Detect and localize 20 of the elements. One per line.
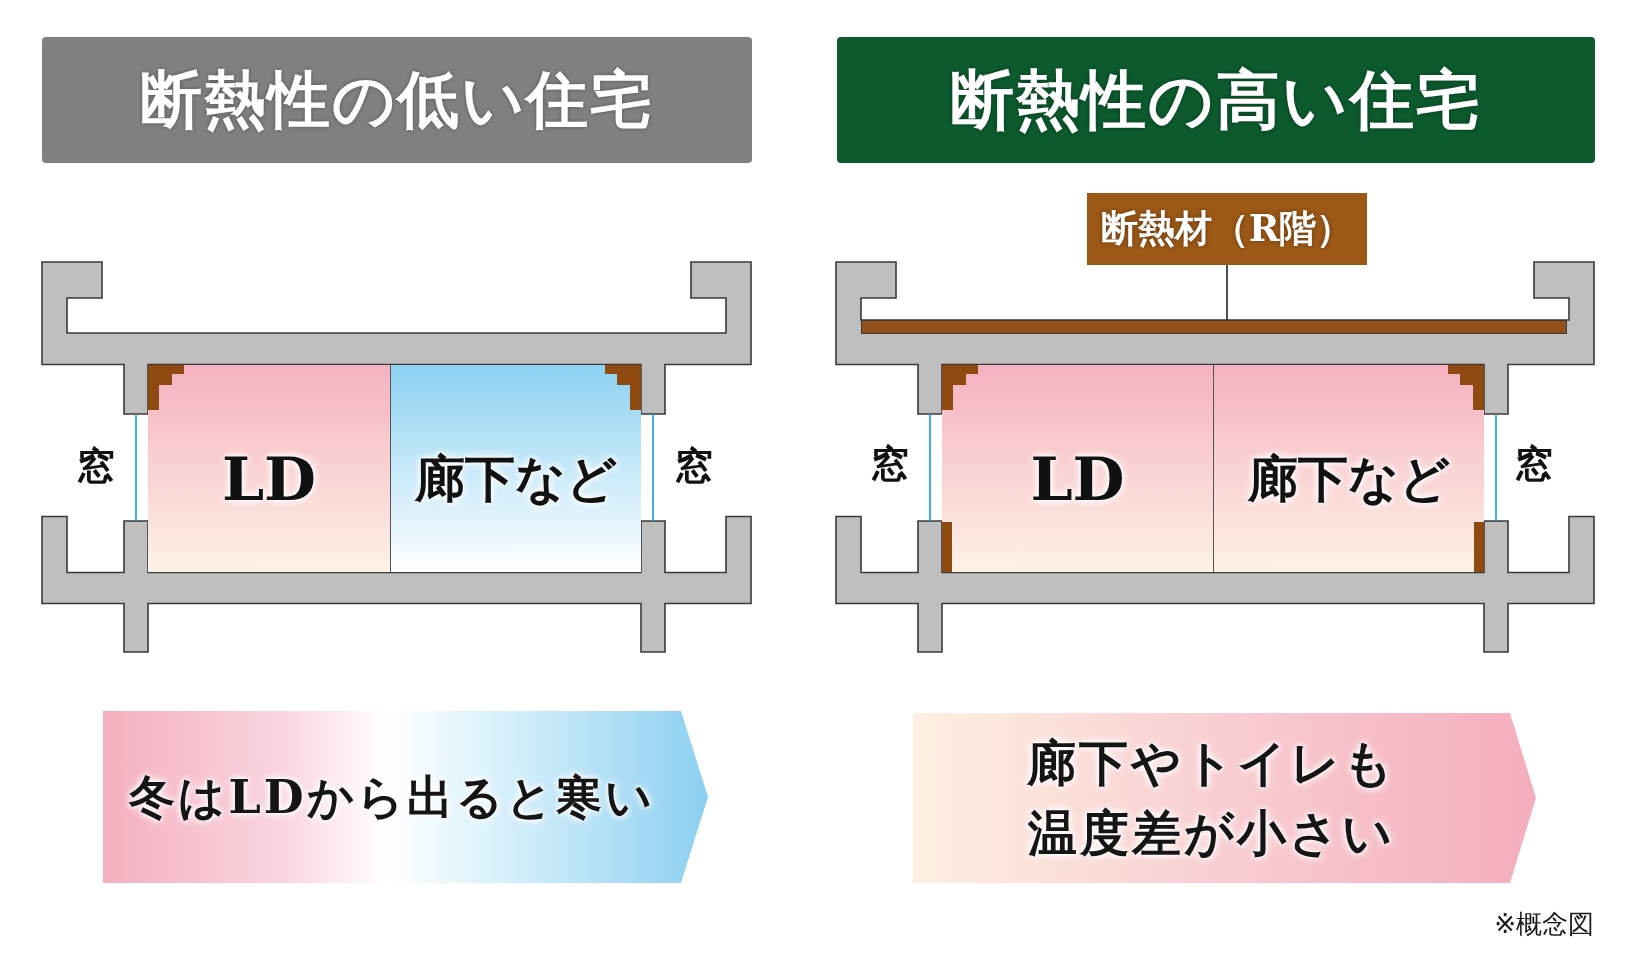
room-area <box>942 365 1214 572</box>
window-label: 窓 <box>675 445 713 487</box>
arrow-banner: 冬はLDから出ると寒い <box>103 711 708 883</box>
label-box: 断熱材（R階） <box>1087 193 1367 265</box>
insulation-bar <box>861 320 1567 334</box>
leader-line <box>1226 264 1228 321</box>
window-label: 窓 <box>77 445 115 487</box>
room-area <box>148 365 391 572</box>
room-label: LD <box>221 445 317 512</box>
heading-band: 断熱性の低い住宅 <box>42 37 752 163</box>
room-area <box>1214 365 1484 572</box>
window-label: 窓 <box>1515 443 1553 485</box>
arrow-banner: 廊下やトイレも温度差が小さい <box>913 713 1536 883</box>
heading-band: 断熱性の高い住宅 <box>837 37 1595 163</box>
room-label: LD <box>1030 445 1125 512</box>
room-label: 廊下など <box>1248 451 1450 506</box>
window-label: 窓 <box>871 443 909 485</box>
room-area <box>391 365 641 572</box>
footnote: ※概念図 <box>1494 909 1594 939</box>
room-label: 廊下など <box>415 451 617 506</box>
